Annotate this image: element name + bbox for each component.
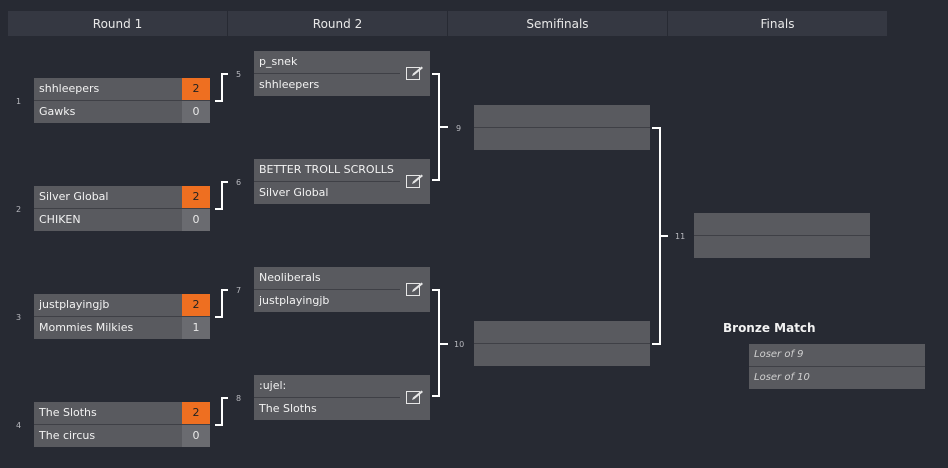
match-number: 1 <box>16 97 22 106</box>
connector-line <box>221 73 223 102</box>
participant-name: Silver Global <box>39 190 109 203</box>
edit-icon[interactable] <box>406 390 424 404</box>
match-1[interactable]: shhleepers 2 Gawks 0 <box>34 78 210 123</box>
divider <box>749 366 925 367</box>
bronze-match-title: Bronze Match <box>723 321 816 335</box>
divider <box>474 127 650 128</box>
bronze-match[interactable]: Loser of 9 Loser of 10 <box>749 344 925 389</box>
participant-name: p_snek <box>259 55 298 68</box>
participant-name: shhleepers <box>39 82 100 95</box>
match-11[interactable] <box>694 213 870 258</box>
score: 0 <box>182 425 210 447</box>
divider <box>34 316 210 317</box>
header-semifinals: Semifinals <box>448 11 667 36</box>
score: 2 <box>182 402 210 424</box>
connector-line <box>432 395 440 397</box>
connector-line <box>215 424 222 426</box>
score: 1 <box>182 317 210 339</box>
connector-line <box>438 343 448 345</box>
participant-name: Mommies Milkies <box>39 321 134 334</box>
divider <box>254 181 400 182</box>
participant-name: BETTER TROLL SCROLLS <box>259 163 394 176</box>
participant-name: The circus <box>39 429 96 442</box>
score: 0 <box>182 209 210 231</box>
connector-line <box>221 73 228 75</box>
divider <box>34 424 210 425</box>
connector-line <box>432 73 440 75</box>
connector-line <box>215 208 222 210</box>
connector-line <box>432 289 440 291</box>
match-9[interactable] <box>474 105 650 150</box>
match-number: 5 <box>236 70 242 79</box>
connector-line <box>652 127 661 129</box>
match-number: 4 <box>16 421 22 430</box>
divider <box>254 73 400 74</box>
match-7[interactable]: Neoliberals justplayingjb <box>254 267 430 312</box>
match-number: 11 <box>675 232 686 241</box>
connector-line <box>221 397 228 399</box>
connector-line <box>221 181 228 183</box>
match-5[interactable]: p_snek shhleepers <box>254 51 430 96</box>
match-number: 8 <box>236 394 242 403</box>
connector-line <box>659 235 668 237</box>
edit-icon[interactable] <box>406 282 424 296</box>
participant-name: CHIKEN <box>39 213 81 226</box>
connector-line <box>221 289 223 318</box>
score: 2 <box>182 78 210 100</box>
connector-line <box>221 181 223 210</box>
header-finals: Finals <box>668 11 887 36</box>
match-number: 10 <box>454 340 465 349</box>
divider <box>254 289 400 290</box>
connector-line <box>652 343 661 345</box>
connector-line <box>215 316 222 318</box>
participant-name: Neoliberals <box>259 271 321 284</box>
score: 2 <box>182 186 210 208</box>
connector-line <box>432 179 440 181</box>
match-number: 9 <box>456 124 462 133</box>
participant-name: The Sloths <box>39 406 97 419</box>
match-number: 7 <box>236 286 242 295</box>
divider <box>694 235 870 236</box>
connector-line <box>221 397 223 426</box>
match-8[interactable]: :ujel: The Sloths <box>254 375 430 420</box>
divider <box>474 343 650 344</box>
divider <box>34 100 210 101</box>
participant-name: shhleepers <box>259 78 320 91</box>
header-round-2: Round 2 <box>228 11 447 36</box>
match-number: 2 <box>16 205 22 214</box>
edit-icon[interactable] <box>406 174 424 188</box>
participant-placeholder: Loser of 10 <box>754 372 810 383</box>
match-3[interactable]: justplayingjb 2 Mommies Milkies 1 <box>34 294 210 339</box>
participant-name: :ujel: <box>259 379 287 392</box>
connector-line <box>438 126 448 128</box>
score: 0 <box>182 101 210 123</box>
divider <box>34 208 210 209</box>
match-6[interactable]: BETTER TROLL SCROLLS Silver Global <box>254 159 430 204</box>
match-10[interactable] <box>474 321 650 366</box>
participant-name: justplayingjb <box>259 294 330 307</box>
connector-line <box>215 100 222 102</box>
divider <box>254 397 400 398</box>
participant-name: justplayingjb <box>39 298 110 311</box>
participant-name: The Sloths <box>259 402 317 415</box>
match-number: 6 <box>236 178 242 187</box>
score: 2 <box>182 294 210 316</box>
connector-line <box>221 289 228 291</box>
participant-placeholder: Loser of 9 <box>754 349 804 360</box>
match-2[interactable]: Silver Global 2 CHIKEN 0 <box>34 186 210 231</box>
match-4[interactable]: The Sloths 2 The circus 0 <box>34 402 210 447</box>
participant-name: Gawks <box>39 105 76 118</box>
match-number: 3 <box>16 313 22 322</box>
edit-icon[interactable] <box>406 66 424 80</box>
participant-name: Silver Global <box>259 186 329 199</box>
header-round-1: Round 1 <box>8 11 227 36</box>
